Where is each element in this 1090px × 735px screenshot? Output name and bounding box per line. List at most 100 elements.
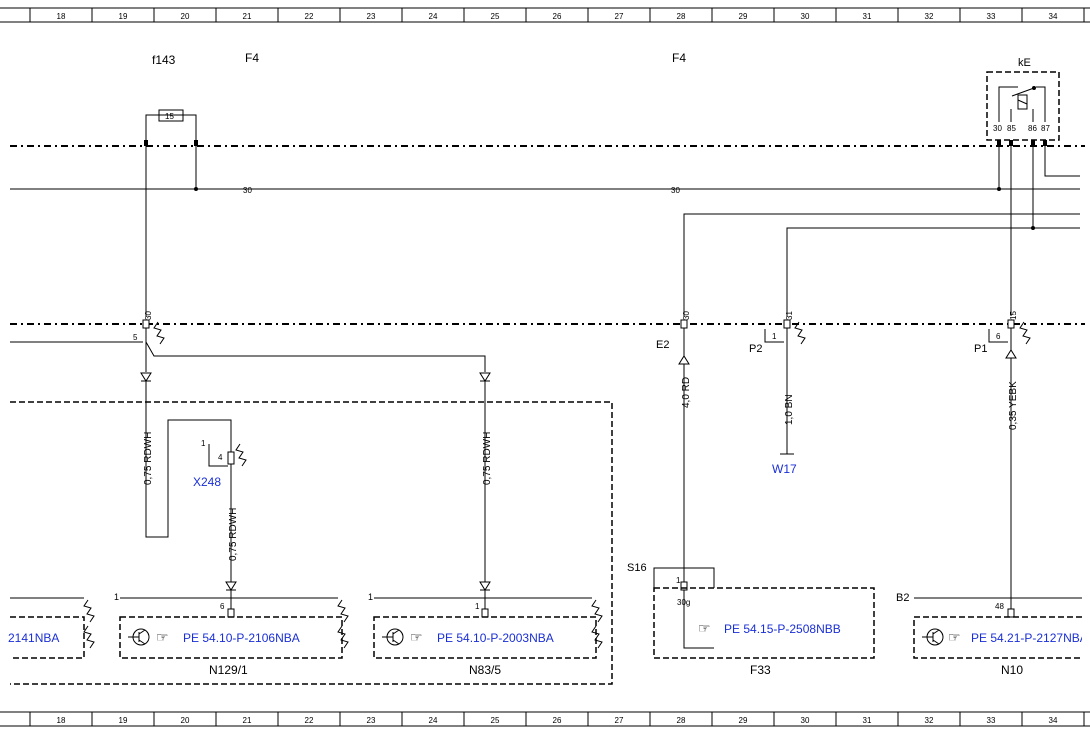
module-2141nba-ref[interactable]: 2141NBA	[8, 631, 59, 645]
grid-column-number: 18	[57, 716, 66, 725]
s16-pin-30g: 30g	[677, 598, 690, 607]
module-n129-label: N129/1	[209, 663, 248, 677]
wire-label-rd: 4,0 RD	[681, 377, 692, 408]
x248-ref-link[interactable]: X248	[193, 475, 221, 489]
n129-pin-6: 6	[220, 602, 225, 611]
n129-pin-1: 1	[114, 592, 119, 602]
wire-label-rdwh-3: 0,75 RDWH	[482, 432, 493, 485]
pointing-hand-icon: ☞	[948, 629, 961, 645]
module-f33[interactable]: S16 1 30g ☞ PE 54.15-P-2508NBB F33	[627, 562, 875, 677]
module-f33-label: F33	[750, 663, 771, 677]
wire-label-rdwh-2: 0,75 RDWH	[228, 508, 239, 561]
p2-label: P2	[749, 343, 762, 355]
pin-6-p1: 6	[996, 332, 1001, 341]
fuse-rating: 15	[165, 112, 174, 121]
grid-column-number: 28	[677, 12, 686, 21]
grid-column-number: 29	[739, 716, 748, 725]
module-n129-1[interactable]: 1 6 ☞ PE 54.10-P-2106NBA N129/1	[114, 590, 349, 677]
grid-column-number: 26	[553, 12, 562, 21]
grid-column-number: 34	[1049, 12, 1058, 21]
wire-label-yebk: 0,35 YEBK	[1008, 381, 1019, 430]
terminal-30-bus: 30 30	[10, 186, 1080, 195]
fuse-f143[interactable]: 15	[144, 109, 198, 146]
module-n83-ref[interactable]: PE 54.10-P-2003NBA	[437, 631, 554, 645]
pin-15: 15	[1009, 311, 1018, 320]
n10-pin-48: 48	[995, 602, 1004, 611]
grid-column-number: 32	[925, 12, 934, 21]
grid-column-number: 19	[119, 12, 128, 21]
grid-column-number: 31	[863, 716, 872, 725]
bus-label-right: 30	[671, 186, 680, 195]
upper-wiring	[145, 146, 1080, 316]
grid-column-number: 22	[305, 716, 314, 725]
module-n10-ref[interactable]: PE 54.21-P-2127NBA	[971, 631, 1088, 645]
grid-column-number: 20	[181, 716, 190, 725]
s16-label: S16	[627, 562, 647, 574]
grid-column-number: 30	[801, 12, 810, 21]
grid-column-number: 25	[491, 716, 500, 725]
junction-30-left: 30 5	[10, 311, 486, 372]
grid-column-number: 33	[987, 716, 996, 725]
relay-pin-85: 85	[1007, 124, 1016, 133]
grid-column-number: 27	[615, 716, 624, 725]
wire-yebk[interactable]: 0,35 YEBK	[1008, 328, 1019, 612]
transistor-icon	[382, 628, 404, 646]
grid-column-number: 28	[677, 716, 686, 725]
relay-ke[interactable]: 30 85 86 87	[986, 71, 1060, 146]
connector-x248[interactable]: 1 4 X248	[193, 439, 247, 489]
module-n10-label: N10	[1001, 663, 1023, 677]
component-area-boundary	[10, 401, 613, 685]
module-n83-label: N83/5	[469, 663, 501, 677]
grid-column-number: 30	[801, 716, 810, 725]
grid-column-number: 22	[305, 12, 314, 21]
n83-pin: 1	[475, 602, 480, 611]
pin-30-left: 30	[144, 311, 153, 320]
module-n83-5[interactable]: 1 1 ☞ PE 54.10-P-2003NBA N83/5	[368, 590, 603, 677]
wire-rdwh-left[interactable]: 0,75 RDWH	[143, 381, 232, 538]
wire-rdwh-x248[interactable]: 0,75 RDWH	[228, 464, 239, 582]
n83-pin-1: 1	[368, 592, 373, 602]
pin-31: 31	[785, 311, 794, 320]
grid-column-number: 31	[863, 12, 872, 21]
w17-ref-link[interactable]: W17	[772, 462, 797, 476]
wire-rdwh-n83[interactable]: 0,75 RDWH	[482, 381, 493, 582]
pointing-hand-icon: ☞	[156, 629, 169, 645]
module-f33-ref[interactable]: PE 54.15-P-2508NBB	[724, 622, 841, 636]
module-n10[interactable]: B2 48 ☞ PE 54.21-P-2127NBA N10	[896, 592, 1088, 677]
p1-label: P1	[974, 343, 987, 355]
grid-column-number: 23	[367, 12, 376, 21]
b2-label: B2	[896, 592, 909, 604]
wire-bn[interactable]: 1,0 BN	[784, 394, 795, 425]
pin-1-p2: 1	[772, 332, 777, 341]
junction-p1: 15 6 P1	[974, 311, 1031, 355]
grid-column-number: 23	[367, 716, 376, 725]
grid-column-number: 34	[1049, 716, 1058, 725]
transistor-icon	[128, 628, 150, 646]
wire-label-bn: 1,0 BN	[784, 394, 795, 425]
pointing-hand-icon: ☞	[698, 620, 711, 636]
grid-column-number: 19	[119, 716, 128, 725]
module-2141nba[interactable]: 2141NBA	[8, 597, 95, 659]
s16-pin-1: 1	[676, 576, 681, 585]
wire-rd[interactable]: 4,0 RD	[681, 328, 714, 649]
grid-column-number: 21	[243, 12, 252, 21]
relay-pin-30: 30	[993, 124, 1002, 133]
grid-column-number: 18	[57, 12, 66, 21]
relay-pin-86: 86	[1028, 124, 1037, 133]
junction-e2: 30 E2	[656, 311, 691, 351]
fuse-id-label: f143	[152, 53, 176, 67]
e2-label: E2	[656, 339, 669, 351]
arrow-markers	[140, 349, 1017, 591]
x248-pin-4: 4	[218, 453, 223, 462]
grid-column-number: 27	[615, 12, 624, 21]
grid-column-number: 29	[739, 12, 748, 21]
fuse-block-label-right: F4	[672, 51, 686, 65]
grid-column-number: 32	[925, 716, 934, 725]
grid-column-number: 24	[429, 12, 438, 21]
transistor-icon	[922, 628, 944, 646]
grid-column-number: 21	[243, 716, 252, 725]
module-n129-ref[interactable]: PE 54.10-P-2106NBA	[183, 631, 300, 645]
